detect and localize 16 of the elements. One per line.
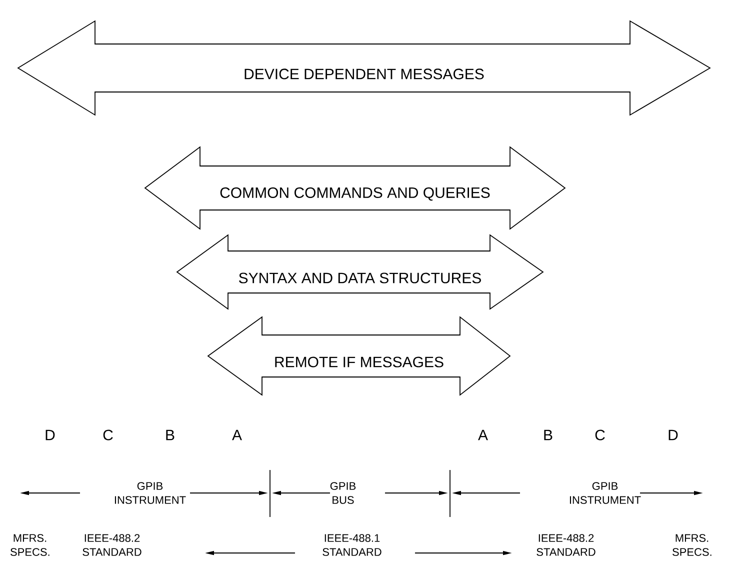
layer-letter: B <box>544 430 552 440</box>
layer-letter: C <box>595 430 605 440</box>
scope-label: MFRS. SPECS. <box>10 534 50 556</box>
layer-letter: A <box>232 430 242 440</box>
scope-label: IEEE-488.2 STANDARD <box>536 534 596 556</box>
scope-label: GPIB BUS <box>330 482 356 504</box>
scope-label: GPIB INSTRUMENT <box>570 482 641 504</box>
scope-label: GPIB INSTRUMENT <box>114 482 186 504</box>
layer-letter: C <box>103 430 113 440</box>
layer-letter: A <box>478 430 488 440</box>
layer-letter: D <box>46 430 55 440</box>
layer-letter: B <box>166 430 174 440</box>
scope-label: IEEE-488.1 STANDARD <box>322 534 382 556</box>
scope-label: MFRS. SPECS. <box>672 534 712 556</box>
scope-label: IEEE-488.2 STANDARD <box>82 534 142 556</box>
layer-letter: D <box>668 430 678 440</box>
